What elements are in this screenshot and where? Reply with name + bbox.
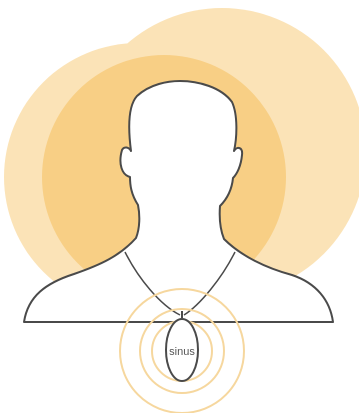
pendant-label: sinus bbox=[169, 346, 195, 358]
